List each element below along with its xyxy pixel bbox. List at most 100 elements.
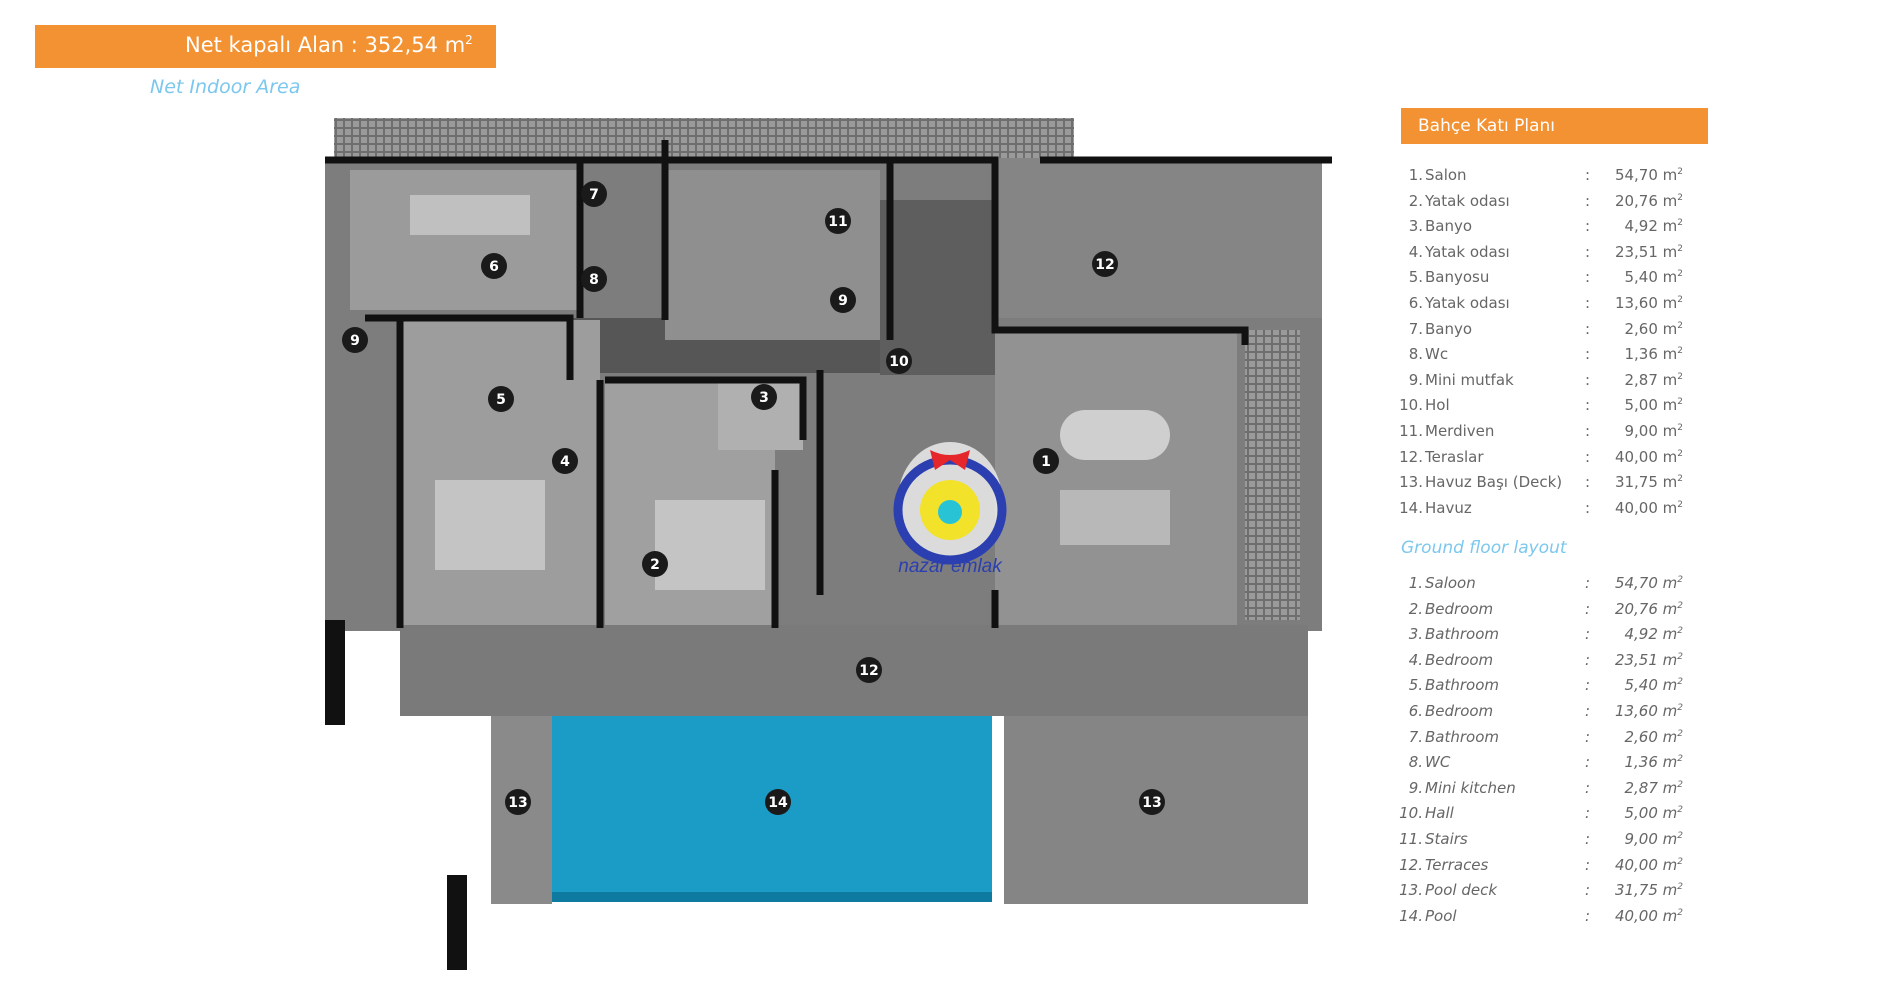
row-label: Pool deck	[1425, 881, 1498, 900]
row-area: 2,87 m2	[1624, 778, 1683, 797]
row-label: Bathroom	[1425, 625, 1500, 644]
row-area: 4,92 m2	[1624, 217, 1683, 236]
row-label: Mini kitchen	[1425, 778, 1516, 797]
legend-row: 12.Teraslar:40,00 m2	[1395, 446, 1695, 472]
row-number: 10.	[1399, 804, 1423, 823]
row-area: 5,40 m2	[1624, 268, 1683, 287]
row-area: 5,00 m2	[1624, 804, 1683, 823]
row-area: 13,60 m2	[1614, 701, 1683, 720]
marker-number: 1	[1041, 454, 1051, 470]
row-area: 5,40 m2	[1624, 676, 1683, 695]
marker-number: 11	[828, 214, 847, 230]
stairs-room	[665, 170, 880, 340]
legend-row: 10.Hol:5,00 m2	[1395, 394, 1695, 420]
row-label: Yatak odası	[1425, 242, 1510, 261]
legend-row: 14.Havuz:40,00 m2	[1395, 497, 1695, 523]
room-marker: 4	[552, 448, 578, 474]
row-separator: :	[1585, 574, 1591, 592]
net-area-subtitle: Net Indoor Area	[150, 76, 301, 98]
marker-circle	[581, 181, 607, 207]
row-separator: :	[1585, 319, 1591, 338]
row-area: 5,00 m2	[1624, 396, 1683, 415]
marker-number: 5	[496, 392, 506, 408]
row-separator: :	[1585, 599, 1591, 618]
row-label: Salon	[1425, 166, 1467, 184]
row-separator: :	[1585, 268, 1591, 287]
row-number: 7.	[1408, 319, 1423, 338]
marker-circle	[765, 789, 791, 815]
marker-number: 4	[560, 454, 570, 470]
row-separator: :	[1585, 778, 1591, 797]
row-label: Banyo	[1425, 319, 1473, 338]
row-area: 13,60 m2	[1614, 293, 1683, 312]
marker-number: 12	[859, 663, 878, 679]
row-separator: :	[1585, 345, 1591, 364]
row-area: 40,00 m2	[1614, 906, 1683, 925]
row-separator: :	[1585, 650, 1591, 669]
row-area: 54,70 m2	[1614, 166, 1683, 184]
row-number: 11.	[1399, 421, 1423, 440]
marker-circle	[886, 348, 912, 374]
row-number: 5.	[1408, 268, 1423, 287]
marker-number: 6	[489, 259, 499, 275]
marker-number: 3	[759, 390, 769, 406]
marker-circle	[488, 386, 514, 412]
legend-row: 10.Hall: 5,00 m2	[1395, 802, 1695, 828]
legend-row: 4.Bedroom:23,51 m2	[1395, 649, 1695, 675]
room-marker: 12	[856, 657, 882, 683]
row-separator: :	[1585, 242, 1591, 261]
row-number: 10.	[1399, 396, 1423, 415]
row-label: Bedroom	[1425, 650, 1494, 669]
row-separator: :	[1585, 370, 1591, 389]
terrace-band	[400, 625, 1308, 716]
marker-circle	[1033, 448, 1059, 474]
marker-number: 13	[1142, 795, 1161, 811]
row-label: Merdiven	[1425, 421, 1495, 440]
row-area: 54,70 m2	[1614, 574, 1683, 592]
top-grill	[334, 118, 1074, 158]
row-number: 13.	[1399, 473, 1423, 492]
room-marker: 11	[825, 208, 851, 234]
row-number: 9.	[1408, 778, 1423, 797]
legend-row: 5.Bathroom:5,40 m2	[1395, 674, 1695, 700]
legend-row: 7.Banyo:2,60 m2	[1395, 318, 1695, 344]
row-label: Hall	[1425, 804, 1454, 823]
room-marker: 13	[505, 789, 531, 815]
row-label: Terraces	[1425, 855, 1489, 874]
legend-row: 8.WC:1,36 m2	[1395, 751, 1695, 777]
row-label: Yatak odası	[1425, 293, 1510, 312]
row-area: 20,76 m2	[1614, 599, 1683, 618]
row-number: 6.	[1408, 701, 1423, 720]
row-area: 1,36 m2	[1624, 345, 1683, 364]
room-marker: 3	[751, 384, 777, 410]
row-number: 6.	[1408, 293, 1423, 312]
row-number: 12.	[1399, 447, 1423, 466]
marker-circle	[751, 384, 777, 410]
row-number: 7.	[1408, 727, 1423, 746]
row-area: 9,00 m2	[1624, 829, 1683, 848]
row-number: 3.	[1408, 217, 1423, 236]
row-separator: :	[1585, 625, 1591, 644]
room-marker: 7	[581, 181, 607, 207]
row-label: Havuz Başı (Deck)	[1425, 473, 1563, 492]
row-label: WC	[1425, 753, 1451, 772]
row-area: 40,00 m2	[1614, 447, 1683, 466]
row-number: 8.	[1408, 753, 1423, 772]
legend-row: 6.Yatak odası:13,60 m2	[1395, 292, 1695, 318]
row-separator: :	[1585, 727, 1591, 746]
row-area: 23,51 m2	[1614, 242, 1683, 261]
room-marker: 12	[1092, 251, 1118, 277]
row-label: Yatak odası	[1425, 191, 1510, 210]
legend-row: 14.Pool:40,00 m2	[1395, 905, 1695, 931]
row-number: 4.	[1408, 242, 1423, 261]
legend-row: 3.Banyo:4,92 m2	[1395, 215, 1695, 241]
row-separator: :	[1585, 804, 1591, 823]
right-terrace	[995, 158, 1322, 318]
legend-row: 7.Bathroom:2,60 m2	[1395, 726, 1695, 752]
room-marker: 6	[481, 253, 507, 279]
row-number: 2.	[1408, 599, 1423, 618]
row-separator: :	[1585, 855, 1591, 874]
marker-number: 9	[838, 293, 848, 309]
legend-row: 4.Yatak odası: 23,51 m2	[1395, 241, 1695, 267]
